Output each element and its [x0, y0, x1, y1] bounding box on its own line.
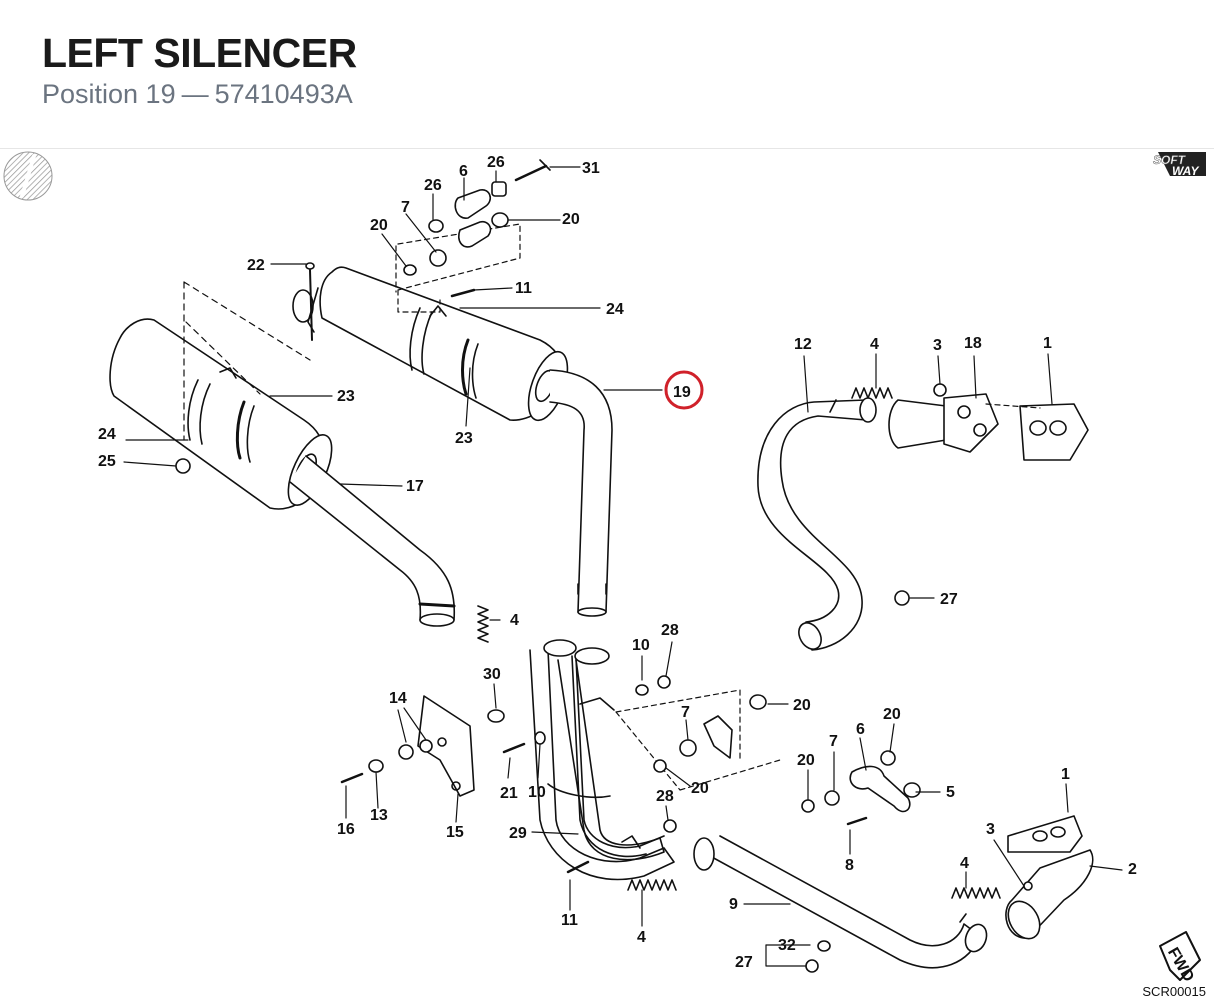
callout-20: 20	[370, 217, 388, 234]
lower-hardware	[340, 675, 921, 973]
callout-7: 7	[829, 733, 838, 750]
softway-logo: SOFT WAY	[1153, 152, 1206, 178]
collector-2	[1005, 815, 1094, 940]
callout-24: 24	[606, 301, 624, 318]
callout-32: 32	[778, 937, 796, 954]
page-subtitle: Position 19—57410493A	[42, 79, 353, 110]
callout-15: 15	[446, 824, 464, 841]
callout-29: 29	[509, 825, 527, 842]
callout-7: 7	[681, 704, 690, 721]
callout-11: 11	[561, 912, 578, 929]
exploded-parts-diagram: SOFT WAY	[3, 151, 1206, 985]
callout-9: 9	[729, 896, 738, 913]
callout-21: 21	[500, 785, 518, 802]
callout-6: 6	[459, 163, 468, 180]
callout-26: 26	[424, 177, 442, 194]
highlight-ring-19	[664, 370, 704, 410]
pipe-9	[693, 835, 988, 969]
callout-8: 8	[845, 857, 854, 874]
callout-16: 16	[337, 821, 355, 838]
brand-circle-icon	[3, 151, 53, 201]
callout-27: 27	[735, 954, 753, 971]
leader-lines	[123, 166, 1123, 967]
spring-4-right-lower	[951, 887, 1001, 899]
spring-4-lower	[627, 879, 677, 891]
spring-4-upper	[477, 605, 489, 643]
callout-23: 23	[455, 430, 473, 447]
callout-12: 12	[794, 336, 812, 353]
callout-20: 20	[797, 752, 815, 769]
callout-4: 4	[870, 336, 879, 353]
callout-3: 3	[933, 337, 942, 354]
callout-10: 10	[632, 637, 650, 654]
callout-4: 4	[960, 855, 969, 872]
callout-4: 4	[637, 929, 646, 946]
callout-6: 6	[856, 721, 865, 738]
callout-18: 18	[964, 335, 982, 352]
bracket-15	[417, 695, 475, 797]
callout-11: 11	[515, 280, 532, 297]
exhaust-pipe-19	[549, 369, 613, 617]
callout-22: 22	[247, 257, 265, 274]
collector-18	[888, 383, 1089, 606]
spring-4-right	[851, 387, 893, 399]
callout-10: 10	[528, 784, 546, 801]
callout-labels: 31 26 6 26 7 20 20 22 11 24 23 23 24 25 …	[98, 154, 1137, 971]
callout-7: 7	[401, 199, 410, 216]
callout-1: 1	[1061, 766, 1070, 783]
callout-20: 20	[883, 706, 901, 723]
drawing-code: SCR00015	[1142, 984, 1206, 999]
subtitle-separator: —	[181, 79, 209, 109]
page-title: LEFT SILENCER	[42, 30, 357, 76]
callout-13: 13	[370, 807, 388, 824]
callout-30: 30	[483, 666, 501, 683]
callout-20: 20	[562, 211, 580, 228]
callout-5: 5	[946, 784, 955, 801]
callout-17: 17	[406, 478, 424, 495]
callout-20: 20	[691, 780, 709, 797]
callout-28: 28	[661, 622, 679, 639]
callout-1: 1	[1043, 335, 1052, 352]
callout-28: 28	[656, 788, 674, 805]
callout-19-highlighted: 19	[673, 384, 691, 401]
pipe-12	[757, 397, 877, 651]
callout-27: 27	[940, 591, 958, 608]
callout-23: 23	[337, 388, 355, 405]
callout-25: 25	[98, 453, 116, 470]
callout-3: 3	[986, 821, 995, 838]
callout-26: 26	[487, 154, 505, 171]
position-label: Position 19	[42, 79, 176, 109]
callout-14: 14	[389, 690, 407, 707]
header-pipes-29	[529, 639, 675, 881]
fwd-direction-icon: FWD	[1159, 931, 1201, 985]
right-silencer	[292, 266, 569, 422]
callout-31: 31	[582, 160, 600, 177]
logo-text-way: WAY	[1172, 164, 1199, 178]
callout-4: 4	[510, 612, 519, 629]
callout-20: 20	[793, 697, 811, 714]
exhaust-pipe-17	[289, 455, 456, 627]
part-number: 57410493A	[214, 79, 353, 109]
page-header: LEFT SILENCER Position 19—57410493A	[0, 0, 1214, 149]
callout-2: 2	[1128, 861, 1137, 878]
callout-24: 24	[98, 426, 116, 443]
logo-text-soft: SOFT	[1153, 153, 1187, 167]
